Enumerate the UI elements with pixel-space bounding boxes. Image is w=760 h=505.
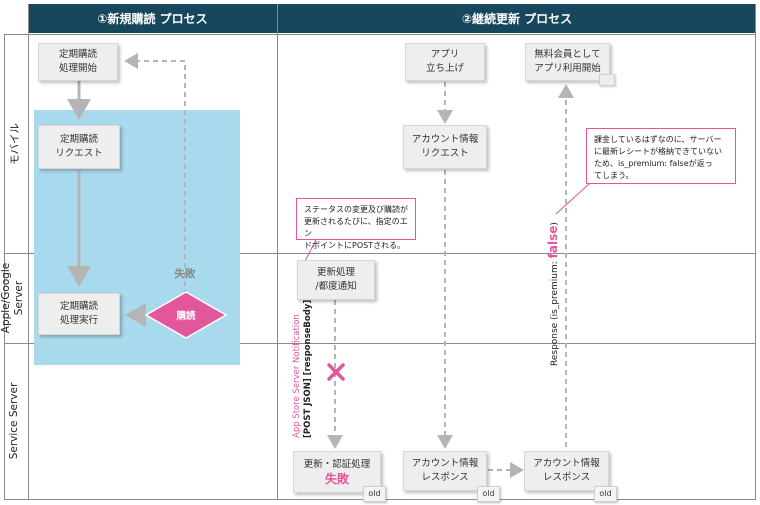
box-account-response-1: アカウント情報 レスポンス [403,451,487,491]
box-subscription-request-line1: 定期購読 [59,134,98,145]
note-connector-premium [555,182,591,215]
box-account-response-2: アカウント情報 レスポンス [524,451,609,491]
box-account-response-1-line1: アカウント情報 [411,458,479,469]
box-start-subscription: 定期購読 処理開始 [38,43,118,81]
header-renew-process: ②継続更新 プロセス [278,4,756,33]
notification-vertical-label: App Store Server Notification [POST JSON… [292,300,314,438]
box-subscription-request: 定期購読 リクエスト [38,125,120,169]
arrow-fail-back [124,53,186,295]
box-renew-notify-line2: /都度通知 [315,281,357,292]
box-start-subscription-line1: 定期購読 [58,49,97,60]
purchase-diamond [144,291,228,339]
note-premium-issue: 課金しているはずなのに、サーバー に最新レシートが格納できていない ため、is_… [586,128,736,184]
box-account-request: アカウント情報 リクエスト [403,125,487,169]
box-app-launch-line1: アプリ [430,49,460,60]
box-renew-notify-line1: 更新処理 [316,267,355,278]
box-free-member-line1: 無料会員として [534,49,601,60]
note-premium-issue-line4: てしまう。 [594,171,634,180]
response-prefix: Response (is_premium: [550,258,560,366]
note-connector-status [303,239,317,264]
note-status-change-line3: ドポイントにPOSTされる。 [304,241,406,250]
old-tag-account-response-2: old [594,486,617,502]
box-account-request-line2: リクエスト [421,148,469,159]
box-app-launch-line2: 立ち上げ [425,63,464,74]
old-tag-account-response-1: old [477,486,500,502]
failure-x-mark [327,363,345,381]
note-status-change-line2: 更新されるたびに、指定のエン [304,217,408,238]
box-subscription-execute-line2: 処理実行 [59,315,98,326]
box-update-auth: 更新・認証処理 失敗 [293,451,381,493]
note-premium-issue-line2: に最新レシートが格納できていない [594,147,722,156]
note-premium-issue-line3: ため、is_premium: falseが返っ [594,159,713,168]
box-account-response-2-line1: アカウント情報 [533,458,600,469]
notification-line1: App Store Server Notification [292,314,302,438]
free-member-corner-tag [599,74,615,86]
note-status-change-line1: ステータスの変更及び購読が [304,205,408,214]
box-account-request-line1: アカウント情報 [411,134,479,145]
response-value: false [546,225,560,259]
box-account-response-2-line2: レスポンス [542,472,591,483]
response-vertical-label: Response (is_premium: false) [546,222,560,366]
purchase-diamond-label: 購読 [176,311,196,322]
box-subscription-request-line2: リクエスト [55,148,103,159]
box-update-auth-fail: 失敗 [324,472,349,486]
response-suffix: ) [550,222,560,226]
box-app-launch: アプリ 立ち上げ [405,43,485,81]
box-free-member-line2: アプリ利用開始 [534,63,601,74]
box-account-response-1-line2: レスポンス [421,472,469,483]
notification-line2: [POST JSON] [responseBody] [303,299,313,438]
box-renew-notify: 更新処理 /都度通知 [297,260,375,300]
box-update-auth-line1: 更新・認証処理 [303,459,371,470]
old-tag-update-auth: old [363,486,386,502]
box-start-subscription-line2: 処理開始 [58,63,97,74]
note-status-change: ステータスの変更及び購読が 更新されるたびに、指定のエン ドポイントにPOSTさ… [296,198,416,250]
box-subscription-execute-line1: 定期購読 [59,301,98,312]
box-free-member: 無料会員として アプリ利用開始 [525,43,610,81]
note-premium-issue-line1: 課金しているはずなのに、サーバー [594,135,722,144]
box-subscription-execute: 定期購読 処理実行 [38,293,120,335]
header-new-process: ①新規購読 プロセス [28,4,277,33]
fail-label: 失敗 [174,268,196,280]
